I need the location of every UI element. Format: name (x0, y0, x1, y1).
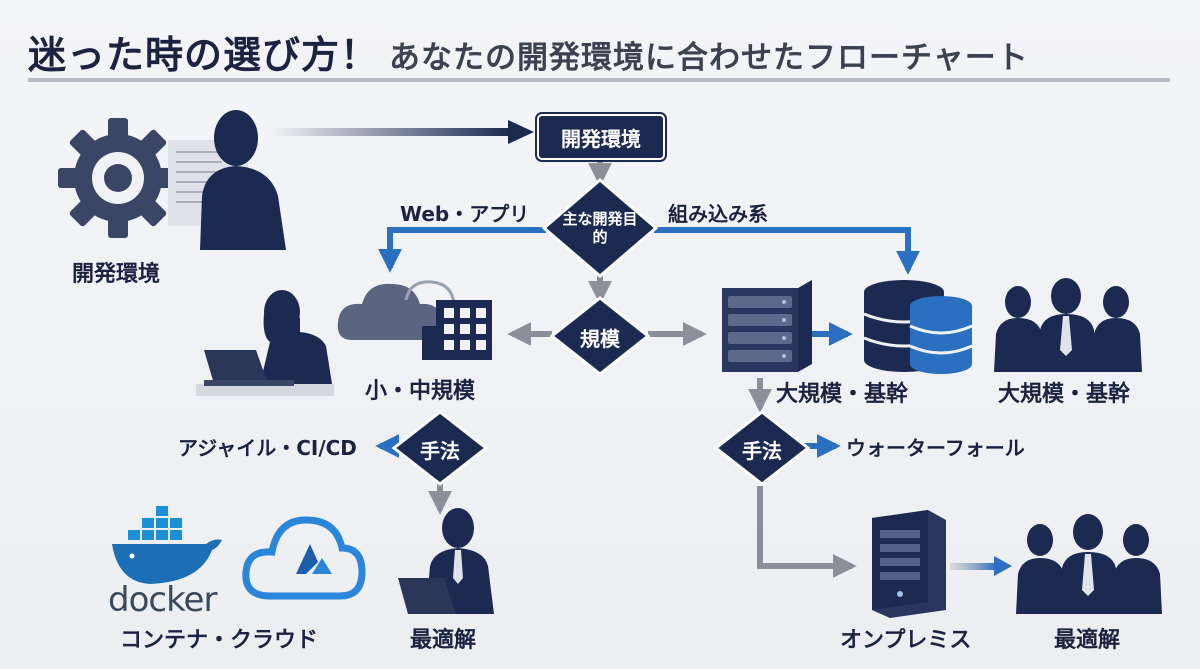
embedded-label: 組み込み系 (668, 202, 768, 226)
purpose-diamond-label: 主な開発目的 (562, 210, 638, 246)
method-right-diamond (713, 410, 811, 486)
agile-cicd-label: アジャイル・CI/CD (178, 436, 357, 460)
onprem-arrow-head (994, 556, 1012, 576)
start-arrow-head (508, 120, 534, 144)
server-rack-icon (722, 280, 812, 372)
start-node-label: 開発環境 (561, 126, 641, 151)
cloud-icon (337, 280, 456, 340)
scale-diamond (549, 296, 651, 376)
building-icon (422, 300, 492, 360)
laptop-user-icon (196, 290, 334, 396)
title-divider (28, 78, 1170, 82)
method-right-diamond-label: 手法 (742, 439, 782, 463)
title-sub: あなたの開発環境に合わせたフローチャート (389, 40, 1029, 76)
waterfall-label: ウォーターフォール (846, 436, 1025, 460)
title-main: 迷った時の選び方！ (28, 33, 380, 77)
docker-whale-icon (112, 506, 222, 584)
businessman-laptop-icon (398, 508, 494, 614)
page-title: 迷った時の選び方！あなたの開発環境に合わせたフローチャート (28, 24, 1029, 79)
docker-wordmark: docker (108, 580, 217, 620)
optimal-right-label: 最適解 (1054, 628, 1121, 653)
large-core-label-1: 大規模・基幹 (776, 382, 909, 407)
container-cloud-label: コンテナ・クラウド (120, 628, 319, 653)
web-app-label: Web・アプリ (400, 202, 530, 226)
large-core-label-2: 大規模・基幹 (998, 382, 1131, 407)
business-team-bottom-icon (1016, 514, 1162, 614)
gray-connectors (428, 158, 857, 578)
onpremise-label: オンプレミス (840, 628, 972, 653)
developer-silhouette-icon (200, 110, 286, 250)
method-left-diamond-label: 手法 (420, 439, 460, 463)
tower-server-icon (872, 510, 946, 618)
start-arrow-line (270, 128, 510, 136)
onprem-arrow-line (950, 563, 996, 570)
scale-diamond-label: 規模 (580, 327, 620, 351)
blue-connectors (375, 227, 920, 458)
purpose-diamond (541, 178, 659, 278)
azure-cloud-icon (242, 516, 366, 600)
database-icon (863, 280, 973, 374)
dev-env-label: 開発環境 (72, 262, 161, 287)
gear-icon (58, 118, 178, 238)
small-mid-scale-label: 小・中規模 (365, 379, 476, 404)
start-node-dev-env: 開発環境 (537, 114, 665, 160)
optimal-left-label: 最適解 (410, 628, 477, 653)
method-left-diamond (391, 410, 489, 486)
business-team-icon (994, 278, 1142, 372)
